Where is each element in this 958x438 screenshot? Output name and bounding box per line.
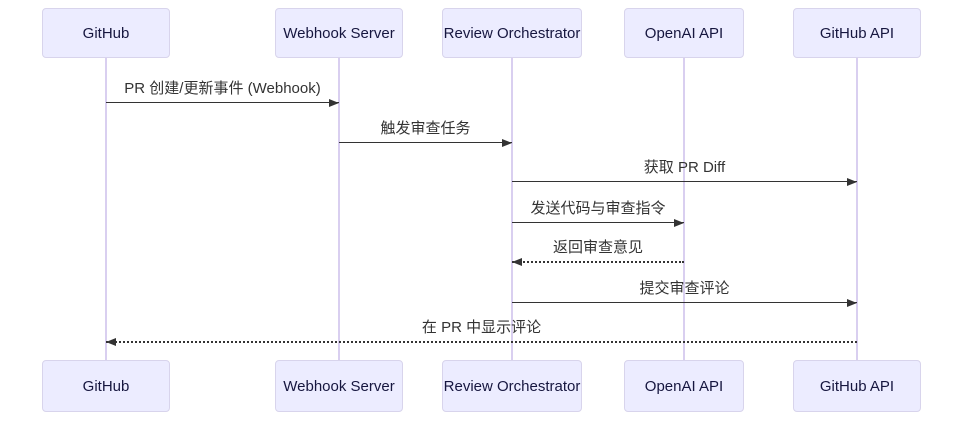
lifeline-openai-api [683, 58, 685, 361]
actor-bottom-webhook-server: Webhook Server [275, 360, 403, 412]
message-label: 返回审查意见 [552, 239, 643, 256]
arrowhead-right-icon [847, 178, 857, 186]
message-line-dashed [512, 261, 684, 263]
message-line-dashed [106, 341, 857, 343]
actor-top-webhook-server: Webhook Server [275, 8, 403, 58]
message-line [106, 102, 339, 103]
message-label: 获取 PR Diff [643, 159, 726, 176]
message-line [512, 302, 857, 303]
arrowhead-right-icon [674, 219, 684, 227]
actor-bottom-github: GitHub [42, 360, 170, 412]
actor-top-review-orchestrator: Review Orchestrator [442, 8, 582, 58]
arrowhead-left-icon [512, 258, 522, 266]
actor-top-github: GitHub [42, 8, 170, 58]
message-label: PR 创建/更新事件 (Webhook) [124, 80, 321, 97]
message-line [512, 181, 857, 182]
message-line [512, 222, 684, 223]
lifeline-github [105, 58, 107, 361]
actor-top-github-api: GitHub API [793, 8, 921, 58]
message-label: 触发审查任务 [380, 120, 471, 137]
actor-bottom-review-orchestrator: Review Orchestrator [442, 360, 582, 412]
lifeline-webhook-server [338, 58, 340, 361]
actor-bottom-github-api: GitHub API [793, 360, 921, 412]
actor-bottom-openai-api: OpenAI API [624, 360, 744, 412]
arrowhead-right-icon [329, 99, 339, 107]
lifeline-review-orchestrator [511, 58, 513, 361]
message-line [339, 142, 512, 143]
arrowhead-left-icon [106, 338, 116, 346]
message-label: 提交审查评论 [639, 280, 730, 297]
actor-top-openai-api: OpenAI API [624, 8, 744, 58]
arrowhead-right-icon [502, 139, 512, 147]
arrowhead-right-icon [847, 299, 857, 307]
lifeline-github-api [856, 58, 858, 361]
message-label: 发送代码与审查指令 [530, 200, 666, 217]
message-label: 在 PR 中显示评论 [421, 319, 542, 336]
